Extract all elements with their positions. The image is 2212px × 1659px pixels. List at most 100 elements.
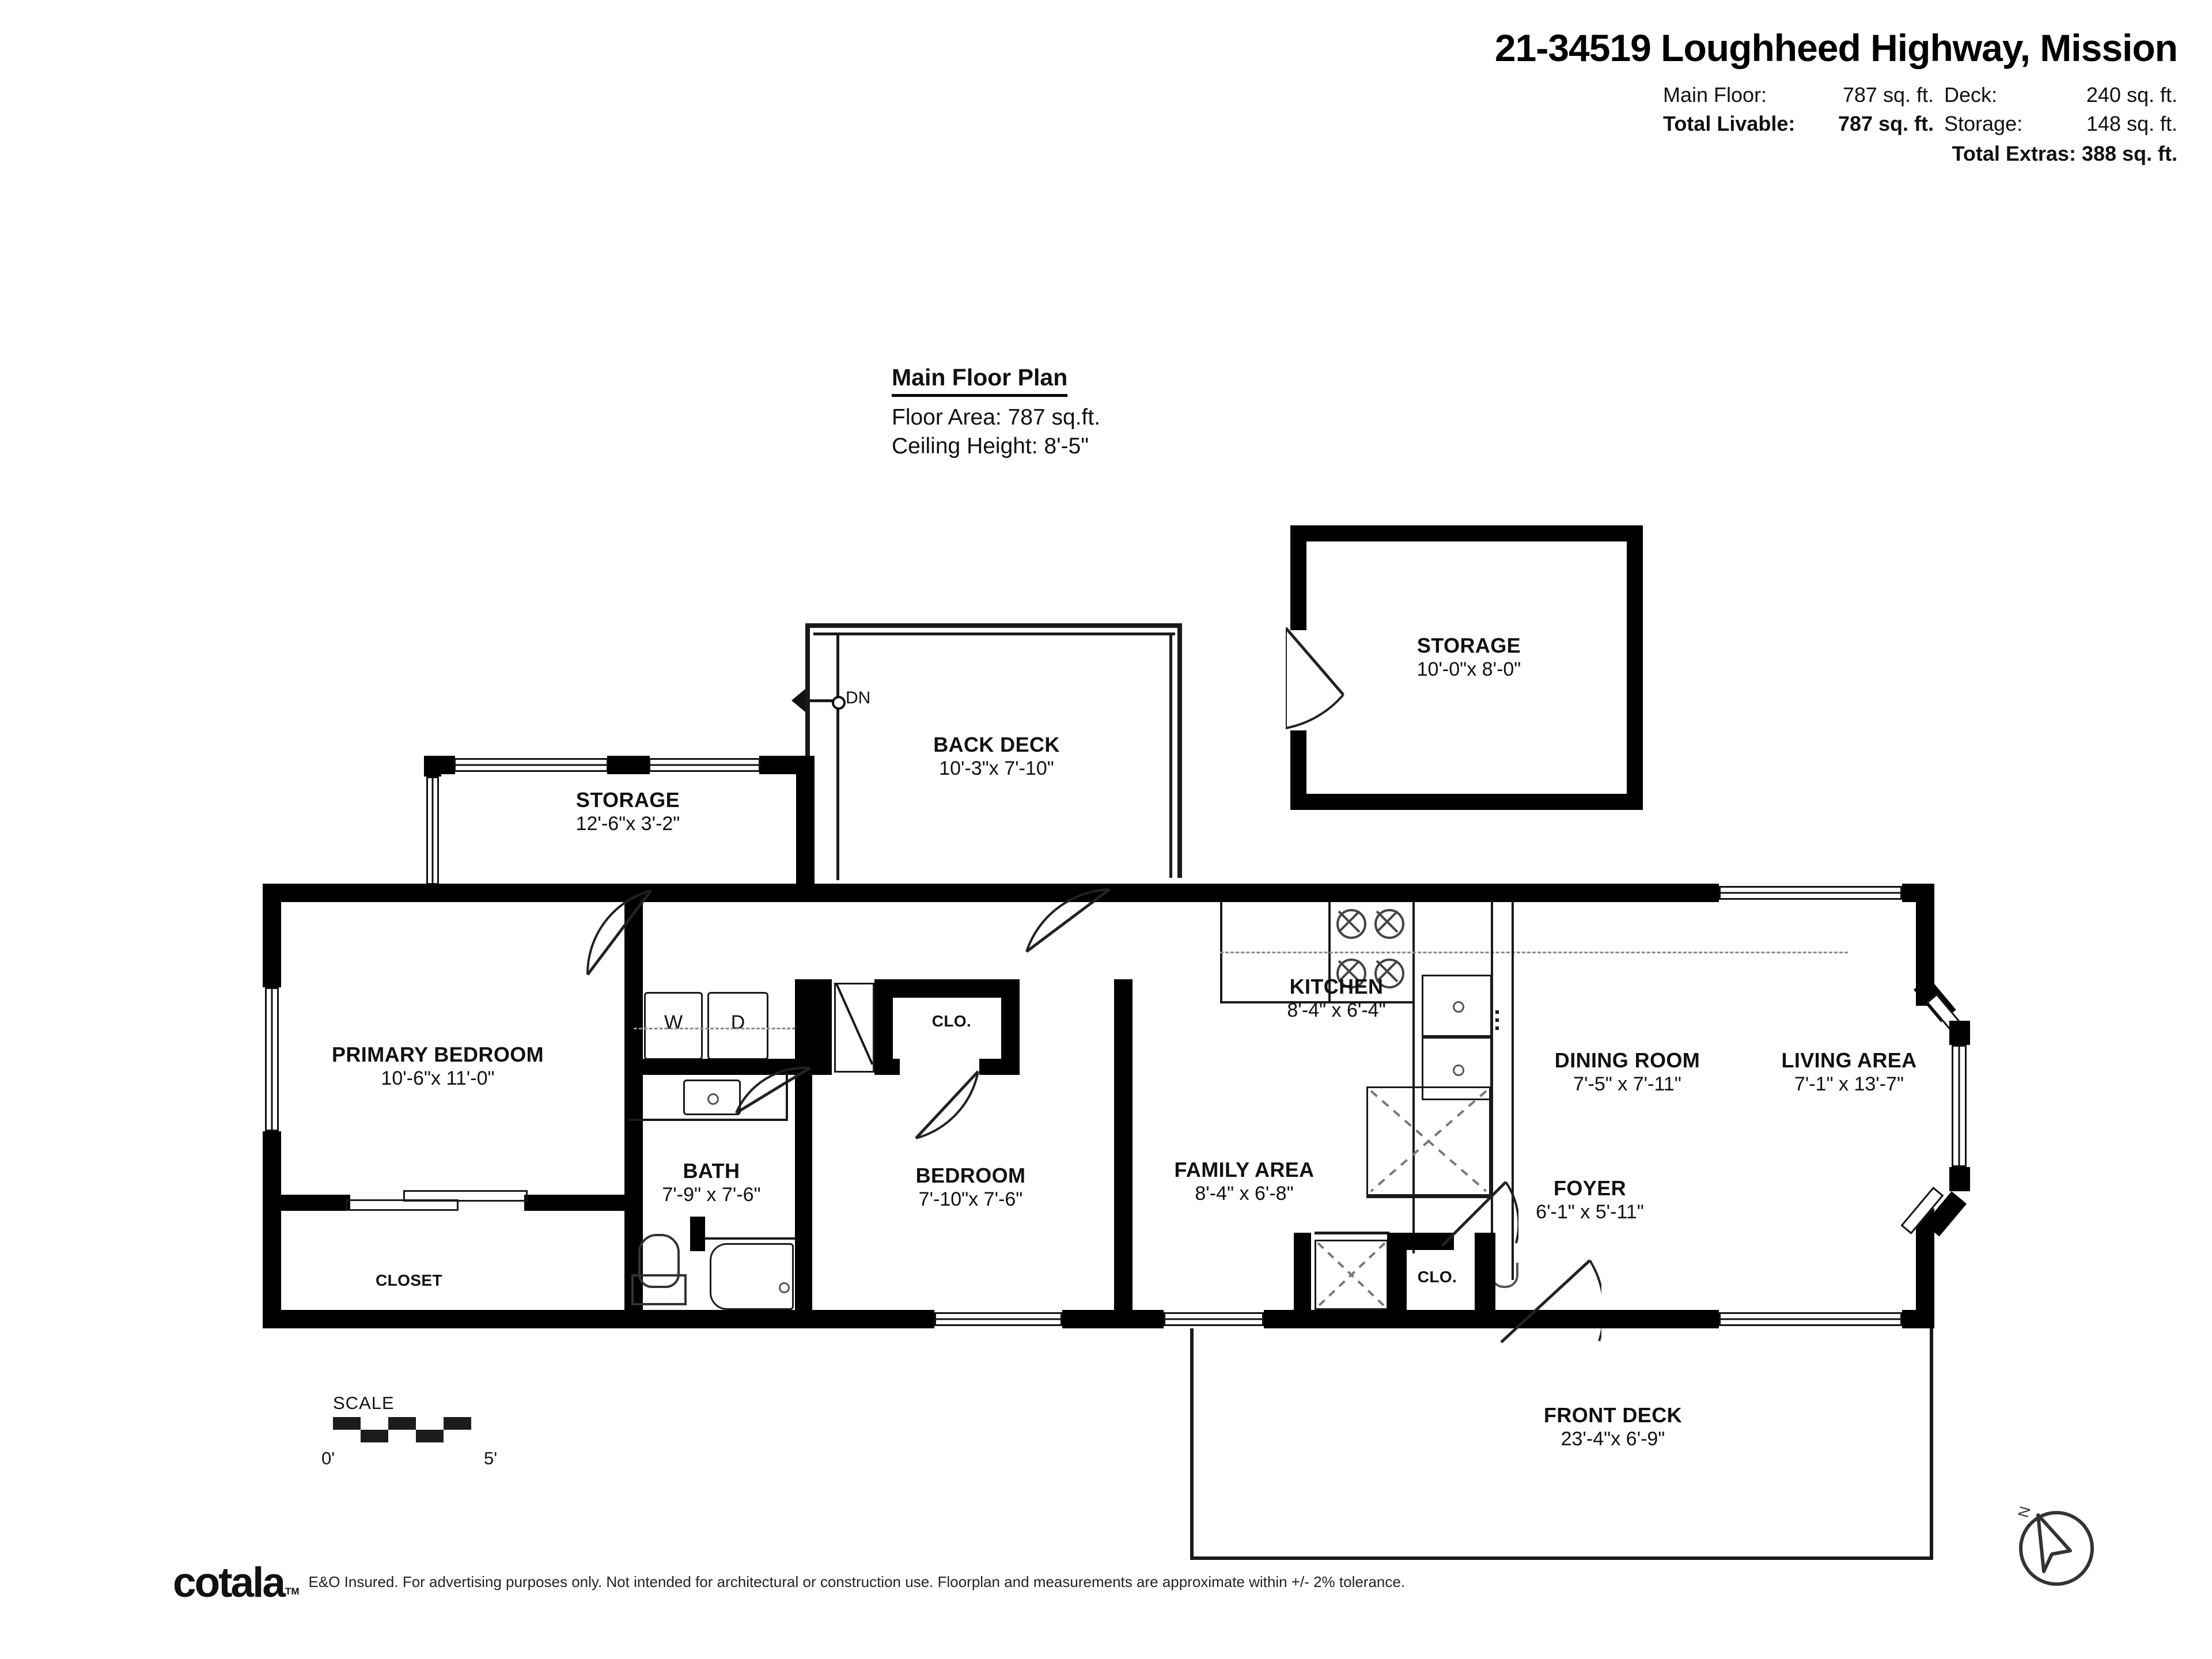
scale-start-label: 0' <box>321 1448 335 1468</box>
plan-title-block: Main Floor Plan Floor Area: 787 sq.ft. C… <box>892 364 1100 461</box>
room-label-bath: BATH 7'-9" x 7'-6" <box>662 1159 761 1206</box>
exterior-wall-bottom <box>263 1310 934 1328</box>
wall-segment <box>1290 730 1306 810</box>
door-icon <box>891 1069 984 1156</box>
door-icon <box>1498 1255 1601 1347</box>
north-arrow-icon: N <box>2010 1502 2108 1600</box>
closet-wall <box>1387 1233 1454 1250</box>
dryer-label: D <box>730 1012 745 1033</box>
dishwasher-cross-icon <box>1366 1086 1491 1196</box>
closet-wall <box>263 1195 350 1211</box>
page-title: 21-34519 Loughheed Highway, Mission <box>1494 26 2178 69</box>
burner-cross-icon <box>1374 909 1400 934</box>
tub-edge <box>704 1237 795 1240</box>
closet-wall <box>524 1195 643 1211</box>
vanity-counter <box>628 1119 788 1121</box>
interior-wall <box>1294 1233 1311 1313</box>
sliding-closet-door-icon <box>346 1199 459 1211</box>
deck-edge <box>805 627 810 880</box>
room-label-primary-bedroom: PRIMARY BEDROOM 10'-6"x 11'-0" <box>331 1043 544 1090</box>
peninsula-edge <box>1512 902 1514 1280</box>
window-icon <box>1952 1045 1967 1167</box>
exterior-wall-bottom <box>1062 1310 1164 1328</box>
toilet-bowl-icon <box>638 1234 680 1288</box>
peninsula-edge <box>1491 902 1493 1298</box>
dishwasher-icon <box>1366 1086 1491 1196</box>
burner-icon <box>1336 909 1366 939</box>
summary-row: Total Livable: 787 sq. ft. <box>1663 112 1934 136</box>
door-icon <box>732 1065 812 1134</box>
deck-value: 240 sq. ft. <box>2086 83 2177 107</box>
interior-wall <box>624 1059 795 1075</box>
deck-edge-inner <box>1169 632 1172 878</box>
washer-label: W <box>664 1012 683 1033</box>
tub-partition-wall <box>690 1217 705 1251</box>
wall-segment <box>1627 525 1643 810</box>
deck-edge-inner <box>836 632 839 880</box>
closet-wall <box>979 1059 1020 1075</box>
scale-bar-graphic <box>333 1417 500 1447</box>
laundry-dashed-line <box>634 1028 801 1029</box>
room-label-foyer-closet: CLO. <box>1417 1268 1457 1286</box>
vanity-counter <box>786 1073 788 1120</box>
plan-floor-area: Floor Area: 787 sq.ft. <box>892 405 1101 430</box>
window-icon <box>426 777 439 885</box>
room-label-foyer: FOYER 6'-1" x 5'-11" <box>1536 1176 1644 1224</box>
deck-edge <box>1190 1328 1194 1560</box>
sink-icon <box>683 1080 741 1115</box>
bathtub-icon <box>710 1243 794 1310</box>
room-label-bedroom: BEDROOM 7'-10"x 7'-6" <box>915 1164 1026 1211</box>
total-livable-label: Total Livable: <box>1663 112 1796 135</box>
upper-cabinet-dashed <box>1220 952 1848 953</box>
burner-cross-icon <box>1336 909 1362 934</box>
bay-wall-corner <box>1949 1021 1970 1045</box>
scale-bar: SCALE 0' 5' <box>321 1393 512 1468</box>
main-floor-value: 787 sq. ft. <box>1842 83 1934 107</box>
wall-segment <box>1290 525 1306 630</box>
window-icon <box>1719 886 1902 900</box>
furnace-cross-icon <box>1315 1240 1388 1310</box>
room-label-back-deck: BACK DECK 10'-3"x 7'-10" <box>933 733 1060 780</box>
wall-segment <box>1290 525 1643 541</box>
sink-drain-icon <box>1453 1065 1464 1076</box>
area-summary-right-column: Deck: 240 sq. ft. Storage: 148 sq. ft. <box>1934 83 2177 136</box>
burner-cross-icon <box>1336 959 1362 984</box>
sliding-closet-door-icon <box>403 1190 528 1202</box>
window-icon <box>934 1312 1062 1326</box>
door-icon <box>565 887 657 991</box>
interior-wall <box>795 979 812 1075</box>
room-label-kitchen: KITCHEN 8'-4" x 6'-4" <box>1287 975 1386 1022</box>
summary-row: Deck: 240 sq. ft. <box>1934 83 2177 107</box>
burner-cross-icon <box>1374 959 1400 984</box>
exterior-wall-top <box>263 884 1419 902</box>
disclaimer-text: E&O Insured. For advertising purposes on… <box>308 1573 1406 1590</box>
room-label-family-area: FAMILY AREA 8'-4" x 6'-8" <box>1174 1158 1315 1205</box>
window-icon <box>454 758 608 772</box>
interior-wall <box>812 979 832 1075</box>
burner-icon <box>1374 959 1404 988</box>
scale-label: SCALE <box>333 1393 395 1413</box>
counter-edge <box>1366 1196 1493 1198</box>
storage-label: Storage: <box>1944 112 2023 135</box>
interior-wall <box>1475 1233 1495 1313</box>
room-label-storage-detached: STORAGE 10'-0"x 8'-0" <box>1416 634 1521 681</box>
wall-segment <box>607 756 650 774</box>
deck-label: Deck: <box>1944 83 1998 107</box>
burner-icon <box>1336 959 1366 988</box>
header-block: 21-34519 Loughheed Highway, Mission Main… <box>1494 26 2178 166</box>
plan-heading: Main Floor Plan <box>892 364 1068 397</box>
room-label-front-deck: FRONT DECK 23'-4"x 6'-9" <box>1544 1403 1682 1450</box>
stairs-down-label: DN <box>846 688 871 707</box>
total-extras: Total Extras: 388 sq. ft. <box>1952 142 2177 165</box>
area-summary-left-column: Main Floor: 787 sq. ft. Total Livable: 7… <box>1663 83 1934 136</box>
summary-row: Main Floor: 787 sq. ft. <box>1663 83 1934 107</box>
exterior-wall-top <box>1419 884 1719 902</box>
door-icon <box>1018 887 1114 974</box>
closet-wall <box>874 1059 900 1075</box>
door-icon <box>1286 627 1355 732</box>
wall-segment <box>759 756 815 774</box>
deck-edge <box>1177 623 1182 878</box>
